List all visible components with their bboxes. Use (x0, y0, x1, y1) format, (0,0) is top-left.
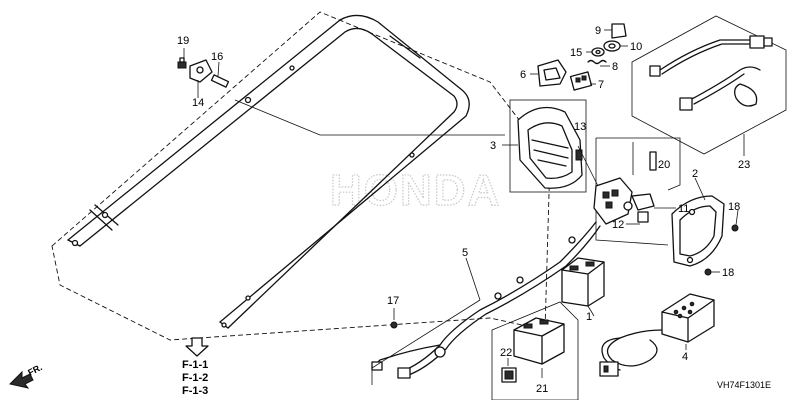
reference-arrow (185, 337, 209, 357)
callout-6: 6 (520, 69, 526, 81)
switch-housing-part-3 (517, 106, 583, 189)
callout-11: 11 (678, 203, 689, 215)
connector-part-7 (569, 71, 593, 91)
callout-22: 22 (500, 347, 512, 359)
callout-labels: 1 2 3 4 5 6 7 8 9 10 11 12 13 14 15 16 1… (177, 25, 750, 395)
washer-part-15 (591, 47, 605, 57)
callout-18-lower: 18 (722, 267, 734, 279)
battery-part-1 (561, 257, 605, 307)
callout-16: 16 (211, 51, 223, 63)
switch-part-6 (537, 59, 567, 87)
callout-9: 9 (595, 25, 601, 37)
reference-f-1-2: F-1-2 (182, 372, 208, 384)
screw-part-18-b (704, 268, 712, 276)
callout-12: 12 (612, 219, 624, 231)
callout-15: 15 (570, 47, 582, 59)
reference-f-1-1: F-1-1 (182, 359, 208, 371)
cover-part-2 (671, 195, 725, 267)
callout-21: 21 (536, 383, 548, 395)
pin-part-16 (210, 74, 230, 88)
diagram-code: VH74F1301E (717, 380, 771, 390)
fuse-part-20 (632, 142, 657, 175)
charger-part-4 (599, 293, 715, 377)
clip-part-14 (189, 59, 213, 83)
cap-part-9 (611, 23, 627, 39)
wire-harness-part-5 (371, 221, 601, 379)
callout-5: 5 (462, 247, 468, 259)
handle-bar (67, 14, 470, 329)
grommet-part-10 (603, 40, 621, 52)
screw-part-18-a (731, 224, 739, 232)
callout-19: 19 (177, 35, 189, 47)
callout-17: 17 (387, 295, 399, 307)
callout-7: 7 (598, 79, 604, 91)
callout-14: 14 (192, 97, 204, 109)
callout-3: 3 (490, 140, 496, 152)
callout-1: 1 (586, 311, 592, 323)
bolt-part-19 (177, 57, 187, 69)
bolt-part-17 (390, 321, 398, 329)
spring-part-8 (587, 59, 607, 65)
fuse-part-21 (501, 367, 517, 383)
callout-23: 23 (738, 159, 750, 171)
callout-10: 10 (630, 41, 642, 53)
reference-f-1-3: F-1-3 (182, 385, 208, 397)
callout-8: 8 (612, 61, 618, 73)
callout-18-upper: 18 (728, 201, 740, 213)
callout-4: 4 (682, 351, 688, 363)
front-arrow-icon (9, 370, 34, 389)
callout-20: 20 (658, 159, 670, 171)
battery-part-22 (513, 317, 565, 365)
cable-kit-part-23 (649, 35, 773, 111)
callout-2: 2 (692, 168, 698, 180)
direction-label: FR. (26, 362, 43, 378)
callout-13: 13 (574, 121, 586, 133)
switch-assembly (593, 177, 655, 225)
